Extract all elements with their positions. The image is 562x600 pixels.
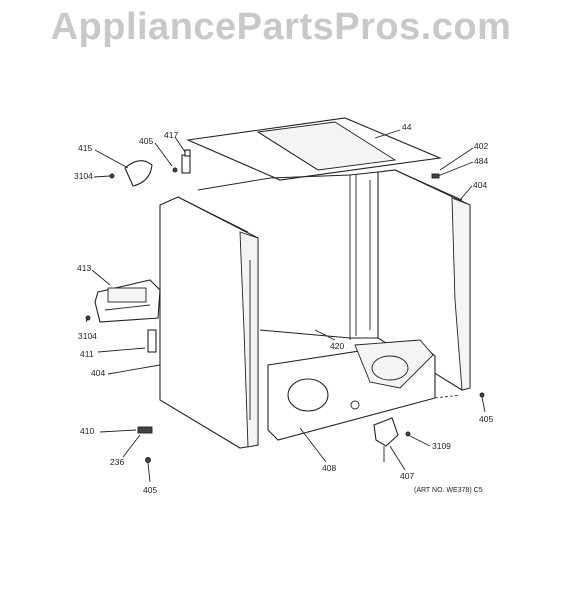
callout-484: 484 <box>474 156 488 166</box>
callout-410: 410 <box>80 426 94 436</box>
bracket-417-part <box>181 149 191 174</box>
callout-413: 413 <box>77 263 91 273</box>
callout-402: 402 <box>474 141 488 151</box>
callout-405-bottom: 405 <box>143 485 157 495</box>
callout-236: 236 <box>110 457 124 467</box>
callout-411: 411 <box>80 349 94 359</box>
callout-404-left: 404 <box>91 368 105 378</box>
cabinet-frame-part <box>197 171 379 340</box>
watermark-logo: AppliancePartsPros.com <box>50 6 512 48</box>
base-bulkhead-part <box>267 339 461 441</box>
callout-3104-top: 3104 <box>74 171 93 181</box>
callout-44: 44 <box>402 122 412 132</box>
mount-407-part <box>373 417 399 462</box>
callout-420: 420 <box>330 341 344 351</box>
leg-410-part <box>137 426 153 434</box>
callout-3109: 3109 <box>432 441 451 451</box>
top-panel-part <box>185 117 443 181</box>
callout-417: 417 <box>164 130 178 140</box>
callout-408: 408 <box>322 463 336 473</box>
switch-411-part <box>147 329 157 353</box>
callout-3104-left: 3104 <box>78 331 97 341</box>
callout-404-right: 404 <box>473 180 487 190</box>
callout-405-top: 405 <box>139 136 153 146</box>
art-number: (ART NO. WE378) C5 <box>414 487 483 494</box>
leader-lines <box>85 129 486 483</box>
callout-407: 407 <box>400 471 414 481</box>
vent-413-part <box>94 279 161 323</box>
cover-415-part <box>124 160 153 187</box>
callout-415: 415 <box>78 143 92 153</box>
callout-405-right: 405 <box>479 414 493 424</box>
left-side-panel-part <box>159 196 259 449</box>
